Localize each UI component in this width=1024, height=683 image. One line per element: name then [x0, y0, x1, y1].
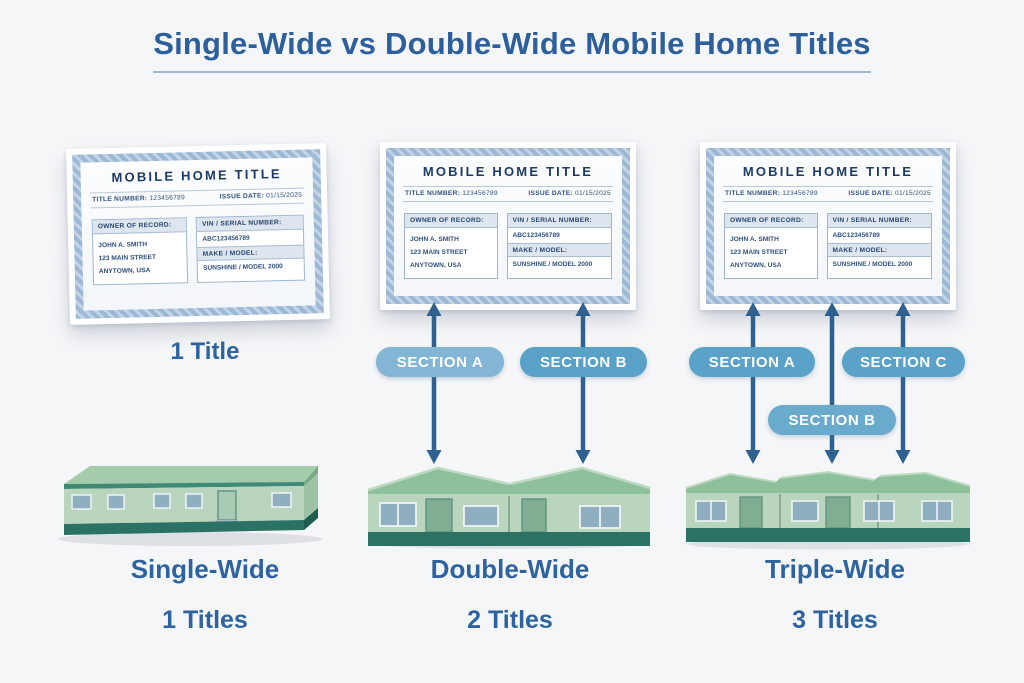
make-value: SUNSHINE / MODEL 2000: [832, 261, 913, 268]
issue-date: ISSUE DATE:01/15/2025: [219, 191, 303, 201]
vin-label: VIN / SERIAL NUMBER:: [827, 214, 931, 228]
certificate-border: MOBILE HOME TITLE TITLE NUMBER:123456789…: [72, 149, 324, 319]
owner-of-record-box: OWNER OF RECORD: JOHN A. SMITH 123 MAIN …: [404, 213, 498, 280]
make-value: SUNSHINE / MODEL 2000: [202, 263, 283, 272]
window-icon: [379, 502, 621, 529]
column-count-single-wide: 1 Titles: [162, 606, 248, 634]
owner-city: ANYTOWN, USA: [730, 261, 782, 269]
title-number: TITLE NUMBER:123456789: [405, 190, 498, 197]
door-icon: [216, 490, 238, 526]
vin-make-box: VIN / SERIAL NUMBER: ABC123456789 MAKE /…: [506, 213, 612, 280]
issue-date: ISSUE DATE:01/15/2025: [528, 190, 611, 197]
owner-name: JOHN A. SMITH: [730, 235, 779, 243]
certificate-body: OWNER OF RECORD: JOHN A. SMITH 123 MAIN …: [91, 214, 306, 286]
owner-of-record-box: OWNER OF RECORD: JOHN A. SMITH 123 MAIN …: [724, 213, 818, 280]
owner-of-record-box: OWNER OF RECORD: JOHN A. SMITH 123 MAIN …: [91, 217, 189, 286]
double-arrow-icon: [575, 302, 591, 464]
owner-details: JOHN A. SMITH 123 MAIN STREET ANYTOWN, U…: [405, 228, 497, 279]
certificate-heading: MOBILE HOME TITLE: [111, 166, 282, 185]
owner-city: ANYTOWN, USA: [98, 266, 151, 276]
owner-name: JOHN A. SMITH: [410, 235, 459, 243]
make-label: MAKE / MODEL:: [827, 242, 931, 257]
double-arrow-icon: [824, 302, 840, 464]
title-number: TITLE NUMBER:123456789: [725, 190, 818, 197]
page-title: Single-Wide vs Double-Wide Mobile Home T…: [153, 26, 871, 73]
column-count-triple-wide: 3 Titles: [792, 606, 878, 634]
make-value: SUNSHINE / MODEL 2000: [512, 261, 593, 268]
double-wide-home-illustration: [367, 466, 651, 549]
single-wide-home-illustration: [58, 466, 322, 546]
vin-value: ABC123456789: [832, 231, 880, 239]
certificate-body: OWNER OF RECORD: JOHN A. SMITH 123 MAIN …: [404, 213, 612, 280]
double-arrow-icon: [426, 302, 442, 464]
vin-make-box: VIN / SERIAL NUMBER: ABC123456789 MAKE /…: [826, 213, 932, 280]
vin-label: VIN / SERIAL NUMBER:: [507, 214, 611, 228]
owner-details: JOHN A. SMITH 123 MAIN STREET ANYTOWN, U…: [93, 232, 187, 285]
title-document-triple-wide: MOBILE HOME TITLE TITLE NUMBER:123456789…: [700, 142, 956, 310]
owner-label: OWNER OF RECORD:: [405, 214, 497, 228]
owner-label: OWNER OF RECORD:: [725, 214, 817, 228]
make-label: MAKE / MODEL:: [507, 242, 611, 257]
triple-wide-home-illustration: [685, 470, 971, 550]
door-icon: [425, 498, 547, 533]
vin-make-box: VIN / SERIAL NUMBER: ABC123456789 MAKE /…: [195, 214, 306, 284]
window-icon: [71, 492, 292, 510]
owner-city: ANYTOWN, USA: [410, 261, 462, 269]
section-pill-a-double: SECTION A: [376, 347, 504, 377]
window-icon: [695, 500, 953, 522]
section-pill-a-triple: SECTION A: [689, 347, 815, 377]
section-pill-b-triple: SECTION B: [768, 405, 896, 435]
page-title-wrap: Single-Wide vs Double-Wide Mobile Home T…: [0, 26, 1024, 73]
column-count-double-wide: 2 Titles: [467, 606, 553, 634]
certificate-meta-row: TITLE NUMBER:123456789 ISSUE DATE:01/15/…: [403, 186, 613, 202]
double-arrow-icon: [895, 302, 911, 464]
vin-value: ABC123456789: [512, 231, 560, 239]
certificate-border: MOBILE HOME TITLE TITLE NUMBER:123456789…: [706, 148, 950, 304]
section-pill-b-double: SECTION B: [520, 347, 647, 377]
section-pill-c-triple: SECTION C: [842, 347, 965, 377]
title-number: TITLE NUMBER:123456789: [92, 194, 186, 204]
owner-street: 123 MAIN STREET: [730, 248, 788, 256]
owner-street: 123 MAIN STREET: [410, 248, 468, 256]
certificate-meta-row: TITLE NUMBER:123456789 ISSUE DATE:01/15/…: [723, 186, 933, 202]
single-wide-title-count: 1 Title: [170, 338, 240, 365]
issue-date: ISSUE DATE:01/15/2025: [848, 190, 931, 197]
column-name-double-wide: Double-Wide: [430, 554, 590, 584]
title-document-double-wide: MOBILE HOME TITLE TITLE NUMBER:123456789…: [380, 142, 636, 310]
certificate-border: MOBILE HOME TITLE TITLE NUMBER:123456789…: [386, 148, 630, 304]
certificate-heading: MOBILE HOME TITLE: [742, 164, 914, 179]
double-arrow-icon: [745, 302, 761, 464]
certificate-meta-row: TITLE NUMBER:123456789 ISSUE DATE:01/15/…: [90, 187, 305, 209]
column-name-single-wide: Single-Wide: [130, 554, 280, 584]
owner-details: JOHN A. SMITH 123 MAIN STREET ANYTOWN, U…: [725, 228, 817, 279]
certificate-heading: MOBILE HOME TITLE: [422, 164, 594, 179]
certificate-body: OWNER OF RECORD: JOHN A. SMITH 123 MAIN …: [724, 213, 932, 280]
column-name-triple-wide: Triple-Wide: [765, 554, 905, 584]
title-document-single-wide: MOBILE HOME TITLE TITLE NUMBER:123456789…: [66, 143, 330, 325]
